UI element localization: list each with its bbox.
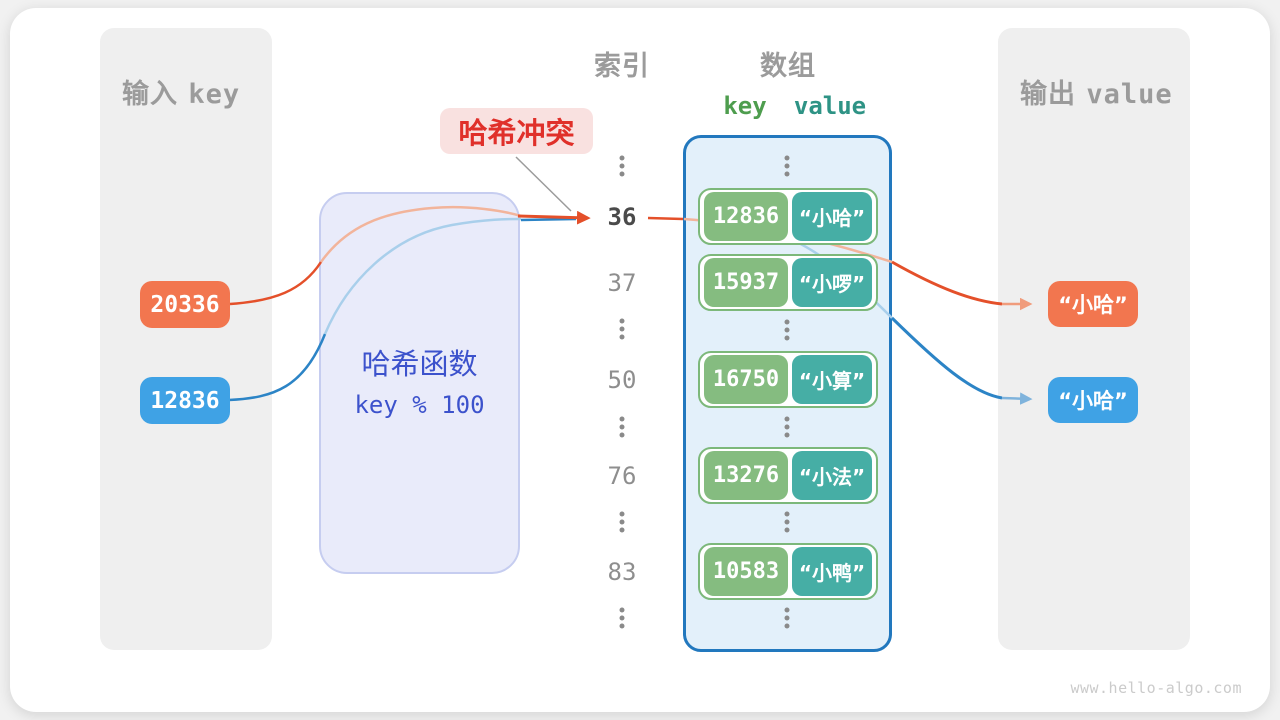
bucket-value: “小哈”	[792, 192, 872, 241]
bucket-key: 16750	[704, 355, 788, 404]
index-cell-50: 50	[607, 366, 637, 394]
input-key-chip-12836: 12836	[140, 377, 230, 424]
output-value-chip-blue: “小哈”	[1048, 377, 1138, 423]
bucket-pair-37: 15937 “小啰”	[698, 254, 878, 311]
output-panel-title-cjk: 输出	[1020, 79, 1076, 110]
input-panel-title-cjk: 输入	[122, 79, 178, 110]
ellipsis-dots	[619, 416, 625, 438]
bucket-pair-50: 16750 “小算”	[698, 351, 878, 408]
bucket-key: 15937	[704, 258, 788, 307]
index-cell-76: 76	[607, 462, 637, 490]
bucket-key: 13276	[704, 451, 788, 500]
value-subheader: value	[793, 92, 867, 120]
input-key-chip-20336: 20336	[140, 281, 230, 328]
output-value-chip-orange: “小哈”	[1048, 281, 1138, 327]
ellipsis-dots	[784, 416, 790, 438]
index-cell-37: 37	[607, 269, 637, 297]
ellipsis-dots	[619, 155, 625, 177]
hash-function-title: 哈希函数	[361, 347, 478, 381]
key-subheader: key	[723, 92, 767, 120]
bucket-value: “小法”	[792, 451, 872, 500]
hash-collision-label: 哈希冲突	[440, 108, 593, 154]
bucket-value: “小算”	[792, 355, 872, 404]
output-panel-title: 输出 value	[1020, 72, 1173, 111]
bucket-pair-36: 12836 “小哈”	[698, 188, 878, 245]
ellipsis-dots	[784, 155, 790, 177]
bucket-value: “小鸭”	[792, 547, 872, 596]
ellipsis-dots	[619, 318, 625, 340]
output-panel: 输出 value	[998, 28, 1190, 650]
bucket-key: 12836	[704, 192, 788, 241]
watermark: www.hello-algo.com	[1070, 679, 1242, 697]
bucket-pair-83: 10583 “小鸭”	[698, 543, 878, 600]
output-panel-title-latin: value	[1086, 79, 1173, 110]
index-column-header: 索引	[594, 51, 650, 82]
ellipsis-dots	[619, 607, 625, 629]
hash-function-box	[319, 192, 520, 574]
ellipsis-dots	[784, 319, 790, 341]
input-panel-title-latin: key	[188, 79, 241, 110]
ellipsis-dots	[784, 607, 790, 629]
bucket-value: “小啰”	[792, 258, 872, 307]
input-panel-title: 输入 key	[122, 72, 240, 111]
ellipsis-dots	[619, 511, 625, 533]
index-cell-83: 83	[607, 558, 637, 586]
hash-function-formula: key % 100	[354, 391, 485, 419]
array-column-header: 数组	[760, 51, 816, 82]
input-panel: 输入 key	[100, 28, 272, 650]
bucket-pair-76: 13276 “小法”	[698, 447, 878, 504]
index-cell-36: 36	[607, 203, 637, 231]
ellipsis-dots	[784, 511, 790, 533]
bucket-key: 10583	[704, 547, 788, 596]
